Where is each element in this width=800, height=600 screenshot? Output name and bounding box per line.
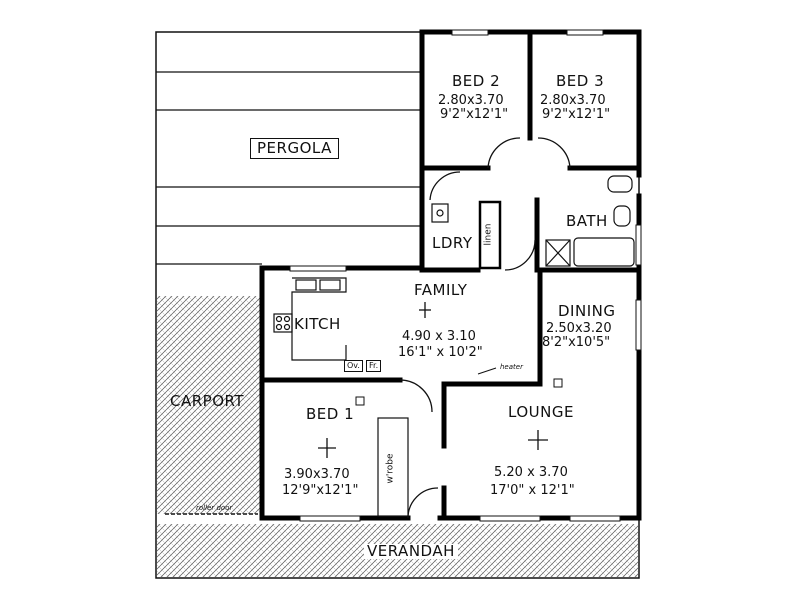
power-points — [355, 378, 563, 406]
bath-name: BATH — [566, 212, 608, 230]
wardrobe — [377, 417, 409, 517]
fridge-label: Fr. — [366, 360, 382, 372]
carport-name: CARPORT — [170, 392, 245, 410]
light-fittings — [318, 302, 548, 458]
oven-label: Ov. — [344, 360, 363, 372]
lounge-metric: 5.20 x 3.70 — [494, 465, 568, 480]
family-imperial: 16'1" x 10'2" — [398, 345, 483, 360]
bed2-name: BED 2 — [452, 72, 501, 90]
family-metric: 4.90 x 3.10 — [402, 329, 476, 344]
heater-mark — [477, 367, 497, 375]
linen-name: linen — [483, 223, 494, 246]
kitch-name: KITCH — [294, 315, 341, 333]
carport-floor — [157, 296, 261, 514]
lounge-name: LOUNGE — [508, 403, 574, 421]
door-swings — [399, 137, 571, 519]
pergola-slats — [156, 71, 422, 265]
roller-door-label: roller door — [196, 504, 233, 512]
dining-name: DINING — [558, 302, 616, 320]
lounge-imperial: 17'0" x 12'1" — [490, 483, 575, 498]
verandah-name: VERANDAH — [364, 544, 458, 559]
wet-area-fixtures — [431, 175, 635, 267]
windows — [289, 29, 642, 522]
bed1-name: BED 1 — [306, 405, 355, 423]
bed2-metric: 2.80x3.70 — [438, 93, 504, 108]
family-name: FAMILY — [414, 281, 468, 299]
dining-imperial: 8'2"x10'5" — [542, 335, 611, 350]
wrobe-label: w'robe — [385, 453, 396, 484]
bed3-metric: 2.80x3.70 — [540, 93, 606, 108]
bed1-imperial: 12'9"x12'1" — [282, 483, 359, 498]
bed1-metric: 3.90x3.70 — [284, 467, 350, 482]
bed2-imperial: 9'2"x12'1" — [440, 107, 509, 122]
bed3-imperial: 9'2"x12'1" — [542, 107, 611, 122]
dining-metric: 2.50x3.20 — [546, 321, 612, 336]
pergola-name: PERGOLA — [250, 138, 339, 159]
heater-label: heater — [500, 363, 523, 371]
ldry-name: LDRY — [432, 234, 473, 252]
bed3-name: BED 3 — [556, 72, 605, 90]
